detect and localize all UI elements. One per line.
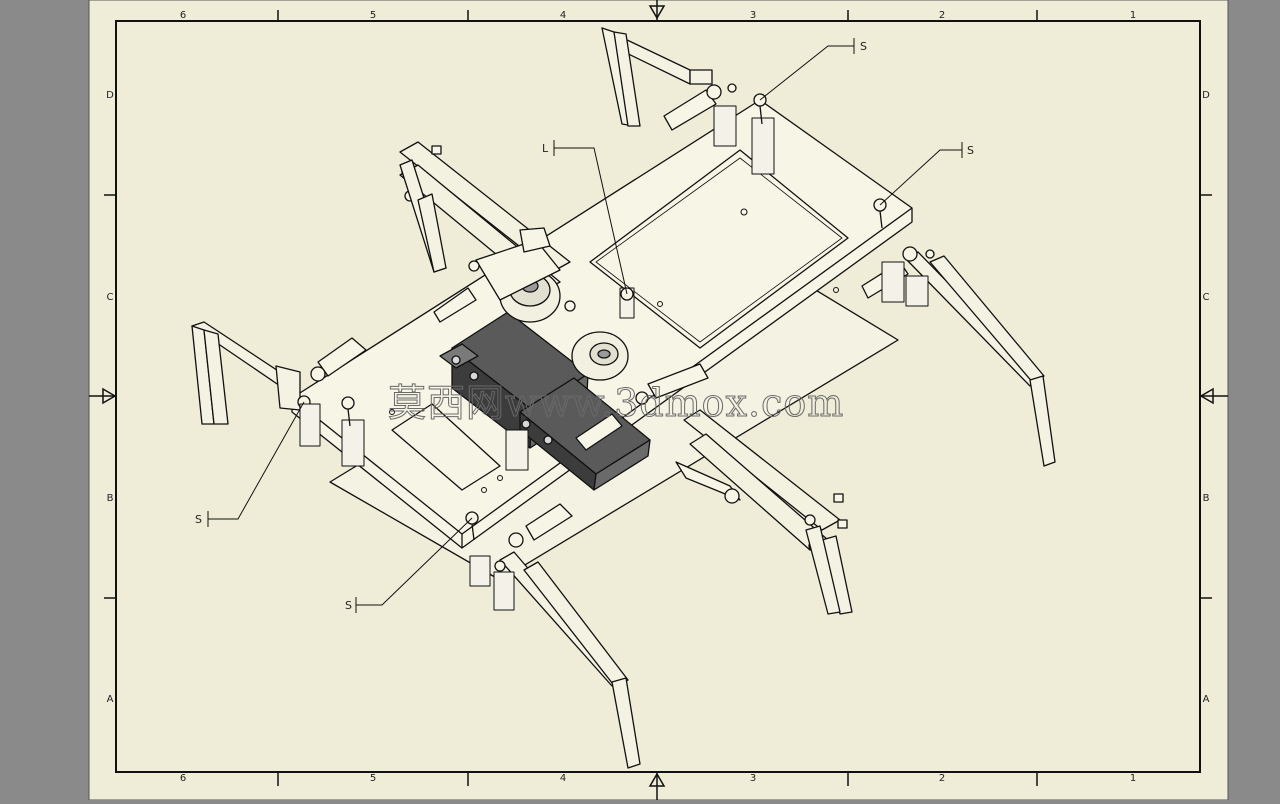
rod-end-bottom xyxy=(494,503,573,572)
leg-right-mid xyxy=(805,525,853,615)
screw-left xyxy=(341,396,355,410)
callout-s-top-right: S xyxy=(967,144,974,157)
zone-label-bottom-5: 5 xyxy=(370,773,376,784)
zone-label-top-3: 3 xyxy=(750,10,756,21)
leg-left-bracket xyxy=(191,321,301,425)
callout-leaders xyxy=(207,38,963,613)
leg-bottom-long xyxy=(499,551,641,769)
zone-label-left-A: A xyxy=(107,694,114,705)
zone-label-bottom-3: 3 xyxy=(750,773,756,784)
plate-cutout-large xyxy=(589,149,849,349)
zone-label-left-D: D xyxy=(106,90,114,101)
robot-assembly-view xyxy=(191,27,1056,769)
leader-s-left xyxy=(208,401,305,520)
leg-right-long xyxy=(904,251,1056,467)
rod-end-top-right xyxy=(663,83,737,131)
callout-l-center: L xyxy=(542,142,549,155)
leader-s-top-right xyxy=(879,149,962,206)
screws xyxy=(341,93,887,541)
rod-end-left xyxy=(297,337,367,409)
zone-label-left-C: C xyxy=(107,292,114,303)
watermark-text: 莫西网www.3dmox.com xyxy=(388,381,844,425)
zone-label-top-4: 4 xyxy=(560,10,566,21)
zone-label-top-2: 2 xyxy=(939,10,945,21)
zone-label-bottom-6: 6 xyxy=(180,773,186,784)
zone-label-bottom-1: 1 xyxy=(1130,773,1136,784)
callout-s-left: S xyxy=(195,513,202,526)
centering-marks xyxy=(102,5,1214,787)
callout-s-top-center: S xyxy=(860,40,867,53)
left-center-arrow xyxy=(102,387,117,405)
zone-label-top-1: 1 xyxy=(1130,10,1136,21)
zone-label-bottom-2: 2 xyxy=(939,773,945,784)
zone-label-top-5: 5 xyxy=(370,10,376,21)
bottom-center-arrow xyxy=(648,772,666,787)
leader-l-center xyxy=(554,147,628,295)
zone-label-left-B: B xyxy=(107,493,114,504)
zone-label-right-C: C xyxy=(1203,292,1210,303)
plate-cutout-small xyxy=(391,403,501,491)
rod-end-center xyxy=(575,363,741,504)
zone-label-bottom-4: 4 xyxy=(560,773,566,784)
rod-end-top-left xyxy=(433,227,561,323)
leg-top-left xyxy=(399,159,447,273)
zone-label-right-B: B xyxy=(1203,493,1210,504)
plate-holes xyxy=(389,208,839,493)
leg-top-right xyxy=(601,27,713,127)
servo-motor-2 xyxy=(519,331,651,491)
right-side-rails xyxy=(683,409,848,552)
leader-s-bottom xyxy=(356,517,473,606)
top-center-arrow xyxy=(648,5,666,20)
zone-label-right-D: D xyxy=(1202,90,1210,101)
zone-label-right-A: A xyxy=(1203,694,1210,705)
standoffs xyxy=(299,105,929,611)
zone-label-top-6: 6 xyxy=(180,10,186,21)
callout-s-bottom: S xyxy=(345,599,352,612)
leader-s-top-center xyxy=(759,45,854,101)
right-center-arrow xyxy=(1199,387,1214,405)
